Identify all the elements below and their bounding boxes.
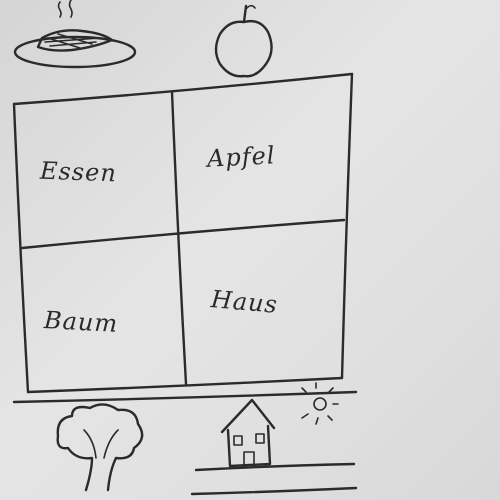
word-grid bbox=[12, 72, 354, 394]
sun-icon bbox=[301, 382, 339, 425]
grid-cell-essen-label: Essen bbox=[39, 156, 118, 188]
grid-cell-baum-label: Baum bbox=[43, 306, 119, 338]
divider-line bbox=[12, 390, 358, 404]
grid-cell-apfel-label: Apfel bbox=[206, 141, 277, 173]
grid-cell-haus-label: Haus bbox=[209, 285, 280, 319]
house-icon bbox=[190, 398, 358, 496]
tree-icon bbox=[56, 403, 144, 492]
apple-icon bbox=[214, 4, 273, 78]
food-plate-icon bbox=[13, 0, 137, 69]
